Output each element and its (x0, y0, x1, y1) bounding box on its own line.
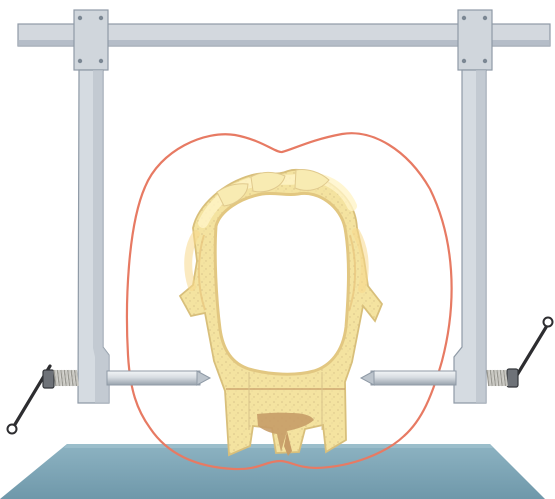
floor-base-icon (0, 444, 545, 499)
vertebra-ring-icon (180, 169, 382, 456)
